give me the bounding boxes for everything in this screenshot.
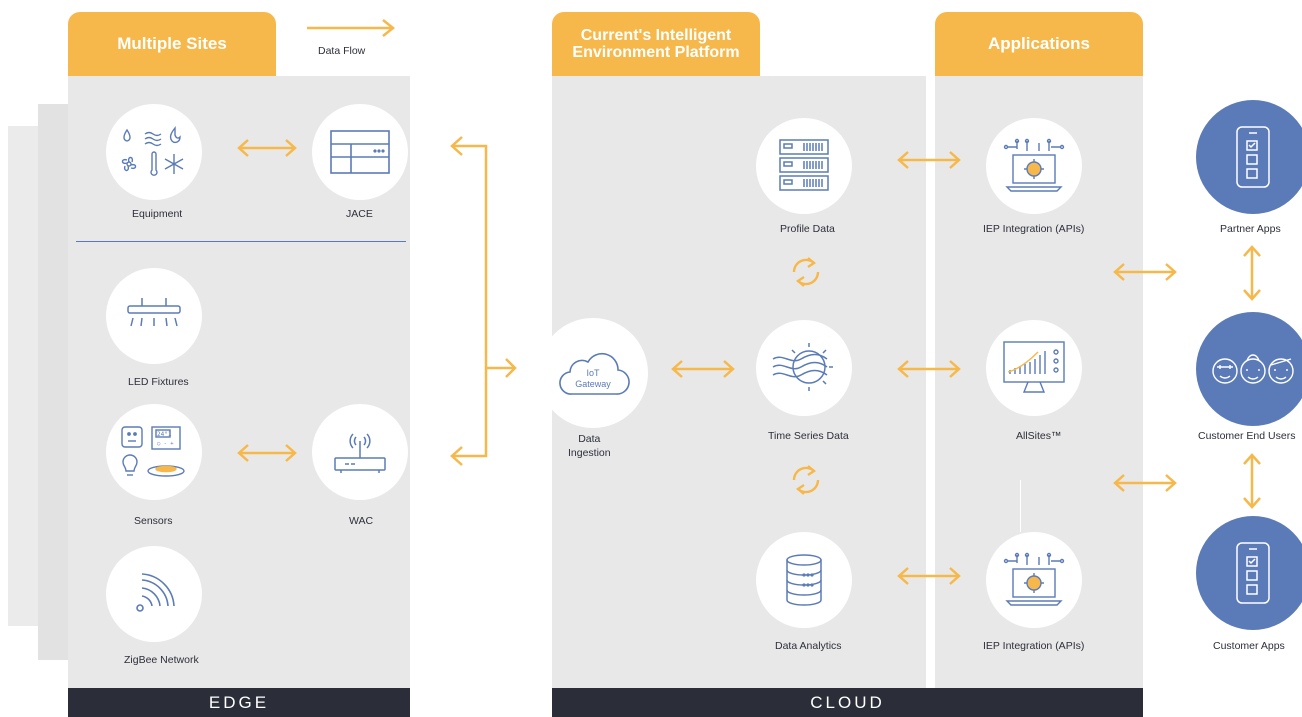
- mobile-app-icon: [1236, 542, 1270, 604]
- equipment-node: [106, 104, 202, 200]
- customer-end-users-node: [1196, 312, 1302, 426]
- data-analytics-label: Data Analytics: [775, 640, 842, 652]
- equipment-icon: [121, 126, 184, 176]
- profile-data-node: [756, 118, 852, 214]
- profile-iep-arrow: [897, 151, 961, 169]
- platform-header: Current's Intelligent Environment Platfo…: [552, 12, 760, 76]
- led-fixture-icon: [127, 298, 181, 327]
- users-faces-icon: [1212, 354, 1294, 384]
- led-fixtures-node: [106, 268, 202, 364]
- mobile-app-icon: [1236, 126, 1270, 188]
- edge-to-cloud-connector: [450, 136, 517, 466]
- monitor-chart-icon: [1003, 341, 1065, 393]
- wac-label: WAC: [349, 515, 374, 527]
- jace-node: [312, 104, 408, 200]
- iot-text-line2: Gateway: [575, 379, 611, 389]
- edge-divider: [76, 241, 406, 242]
- data-flow-label: Data Flow: [318, 45, 366, 57]
- sync-arrows-bottom-icon: [792, 465, 820, 495]
- iot-text-line1: IoT: [586, 368, 600, 378]
- partner-users-arrow: [1243, 245, 1261, 301]
- data-ingestion-line1: Data: [578, 433, 601, 445]
- laptop-api-icon: [1003, 138, 1065, 192]
- allsites-connector-line: [1020, 480, 1021, 532]
- equipment-label: Equipment: [132, 208, 183, 220]
- data-ingestion-label: Data Ingestion: [568, 432, 611, 460]
- customer-end-users-label: Customer End Users: [1198, 430, 1296, 442]
- multiple-sites-header: Multiple Sites: [68, 12, 276, 76]
- left-stripe-outer: [8, 126, 38, 626]
- laptop-api-icon: [1003, 552, 1065, 606]
- sync-arrows-top-icon: [792, 257, 820, 287]
- jace-controller-icon: [330, 130, 390, 174]
- apps-users-arrow-bottom: [1113, 474, 1177, 492]
- profile-data-label: Profile Data: [780, 223, 835, 235]
- server-icon: [779, 139, 829, 191]
- customer-apps-label: Customer Apps: [1213, 640, 1285, 652]
- jace-label: JACE: [346, 208, 373, 220]
- equipment-jace-arrow: [237, 139, 297, 157]
- allsites-label: AllSites™: [1016, 430, 1062, 442]
- sensors-label: Sensors: [134, 515, 173, 527]
- zigbee-node: [106, 546, 202, 642]
- data-analytics-node: [756, 532, 852, 628]
- iep-integration-top-node: [986, 118, 1082, 214]
- gear-flow-icon: [772, 343, 833, 391]
- sensors-icon: 24°1 ○ - +: [121, 426, 185, 477]
- allsites-node: [986, 320, 1082, 416]
- iep-integration-bottom-node: [986, 532, 1082, 628]
- iep-integration-top-label: IEP Integration (APIs): [983, 223, 1085, 235]
- left-stripe-inner: [38, 104, 68, 660]
- time-series-label: Time Series Data: [768, 430, 849, 442]
- customer-apps-node: [1196, 516, 1302, 630]
- wac-router-icon: [334, 433, 386, 473]
- applications-header: Applications: [935, 12, 1143, 76]
- sensors-node: 24°1 ○ - +: [106, 404, 202, 500]
- gateway-timeseries-arrow: [671, 360, 735, 378]
- sensors-wac-arrow: [237, 444, 297, 462]
- partner-apps-label: Partner Apps: [1220, 223, 1281, 235]
- apps-users-arrow-top: [1113, 263, 1177, 281]
- iep-integration-bottom-label: IEP Integration (APIs): [983, 640, 1085, 652]
- led-fixtures-label: LED Fixtures: [128, 376, 189, 388]
- sensor-temp-text: 24°1: [157, 431, 172, 438]
- data-ingestion-line2: Ingestion: [568, 447, 611, 459]
- wac-node: [312, 404, 408, 500]
- iot-gateway-node: IoT Gateway: [538, 318, 648, 428]
- time-series-node: [756, 320, 852, 416]
- analytics-iep-arrow: [897, 567, 961, 585]
- cloud-gateway-icon: IoT Gateway: [559, 352, 630, 395]
- partner-apps-node: [1196, 100, 1302, 214]
- timeseries-allsites-arrow: [897, 360, 961, 378]
- users-customer-apps-arrow: [1243, 453, 1261, 509]
- cloud-footer: CLOUD: [552, 688, 1143, 717]
- sensor-buttons-text: ○ - +: [157, 441, 174, 447]
- zigbee-label: ZigBee Network: [124, 654, 199, 666]
- data-flow-arrow-icon: [307, 19, 396, 37]
- zigbee-signal-icon: [136, 573, 175, 612]
- database-icon: [786, 554, 822, 606]
- edge-footer: EDGE: [68, 688, 410, 717]
